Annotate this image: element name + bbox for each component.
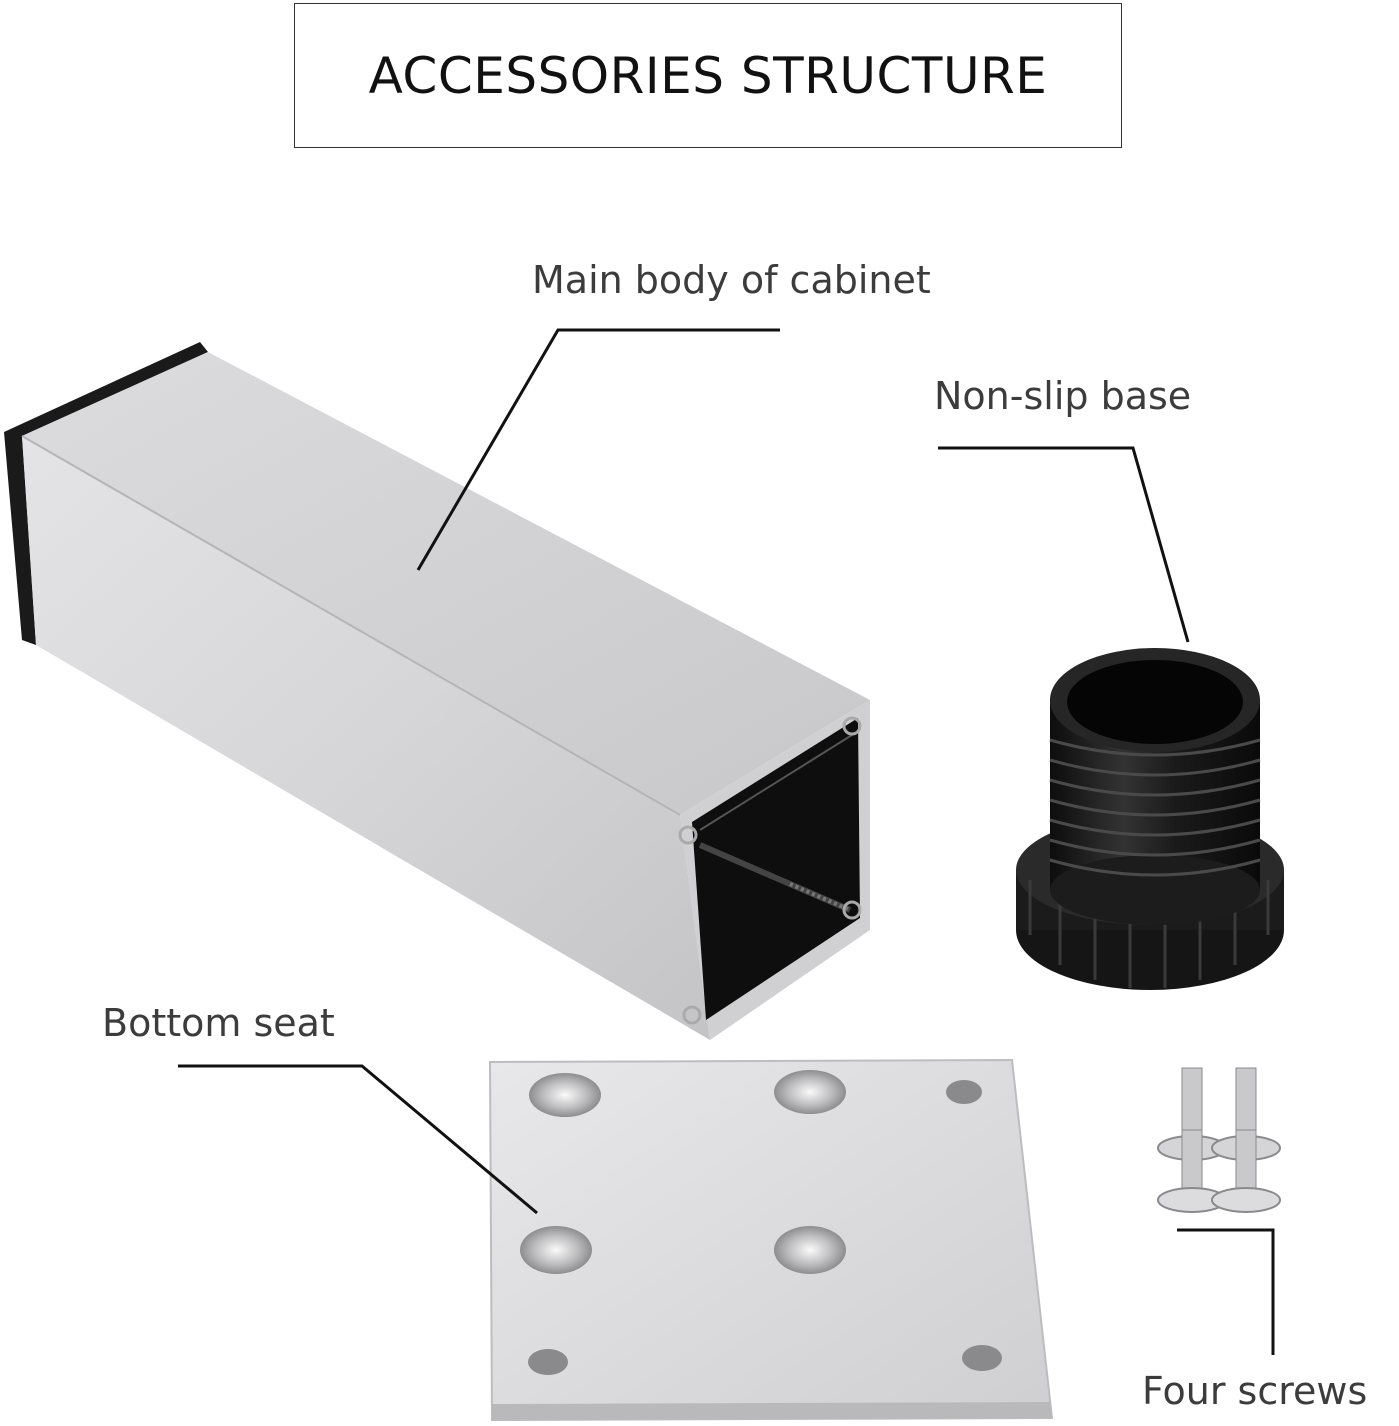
bottom-seat-plate [488,1058,1054,1422]
four-screws [1157,1067,1281,1213]
cabinet-tube [4,342,870,1040]
label-bottom-seat: Bottom seat [102,1001,335,1045]
leader-line-bottom-seat [178,1064,538,1215]
label-four-screws: Four screws [1142,1369,1368,1413]
plate-corner-holes [528,1080,1002,1375]
plate-countersunk-holes [520,1070,846,1274]
leader-line-non-slip-base [938,446,1190,643]
tube-top-face [22,352,870,815]
tube-front-face [22,436,710,1040]
label-non-slip-base: Non-slip base [934,374,1192,418]
title-box: ACCESSORIES STRUCTURE [294,3,1122,148]
leader-line-four-screws [1177,1228,1275,1355]
label-main-body: Main body of cabinet [532,258,931,302]
tube-end-cap [4,342,208,645]
tube-interior [692,718,860,1020]
screw [1211,1129,1281,1213]
screw [1157,1129,1227,1213]
page-title: ACCESSORIES STRUCTURE [368,46,1048,105]
non-slip-base [1016,648,1284,990]
leader-line-main-body [416,328,780,571]
